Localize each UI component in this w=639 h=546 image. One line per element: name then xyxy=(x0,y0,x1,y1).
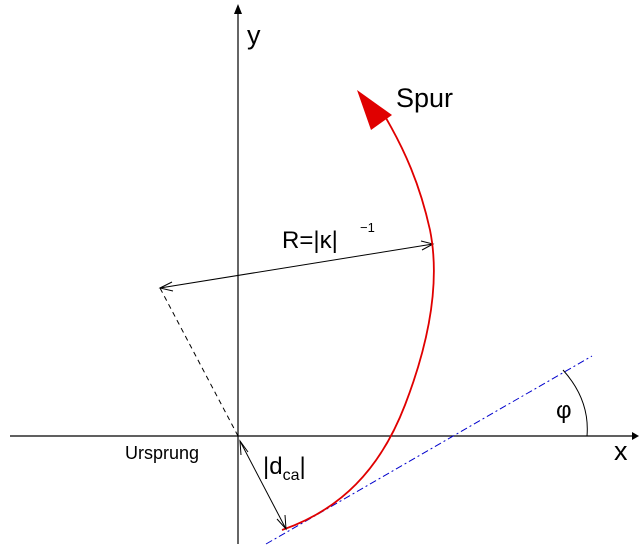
origin-label: Ursprung xyxy=(125,443,199,463)
phi-angle-arc xyxy=(562,369,588,437)
y-axis-label: y xyxy=(247,20,261,50)
dca-label-close: | xyxy=(300,453,306,480)
x-axis-label: x xyxy=(614,436,628,466)
track-arrowhead xyxy=(357,90,392,130)
dca-label: |dca| xyxy=(263,453,306,484)
dca-arrowhead-track xyxy=(276,514,287,531)
dca-arrowhead-origin xyxy=(239,439,249,456)
phi-label: φ xyxy=(556,397,572,424)
radius-arrowhead-center xyxy=(158,281,174,292)
dca-line xyxy=(239,440,287,530)
x-axis-arrowhead xyxy=(632,432,639,440)
track-arc xyxy=(281,112,435,531)
y-axis-arrowhead xyxy=(234,4,242,14)
radius-label: R=|κ| xyxy=(282,227,338,254)
radius-line xyxy=(159,243,434,289)
dca-label-subscript: ca xyxy=(283,467,300,484)
center-dashed-line xyxy=(159,287,239,437)
radius-exponent-label: −1 xyxy=(360,220,375,235)
dca-label-open: |d xyxy=(263,453,283,480)
track-label: Spur xyxy=(396,83,453,113)
